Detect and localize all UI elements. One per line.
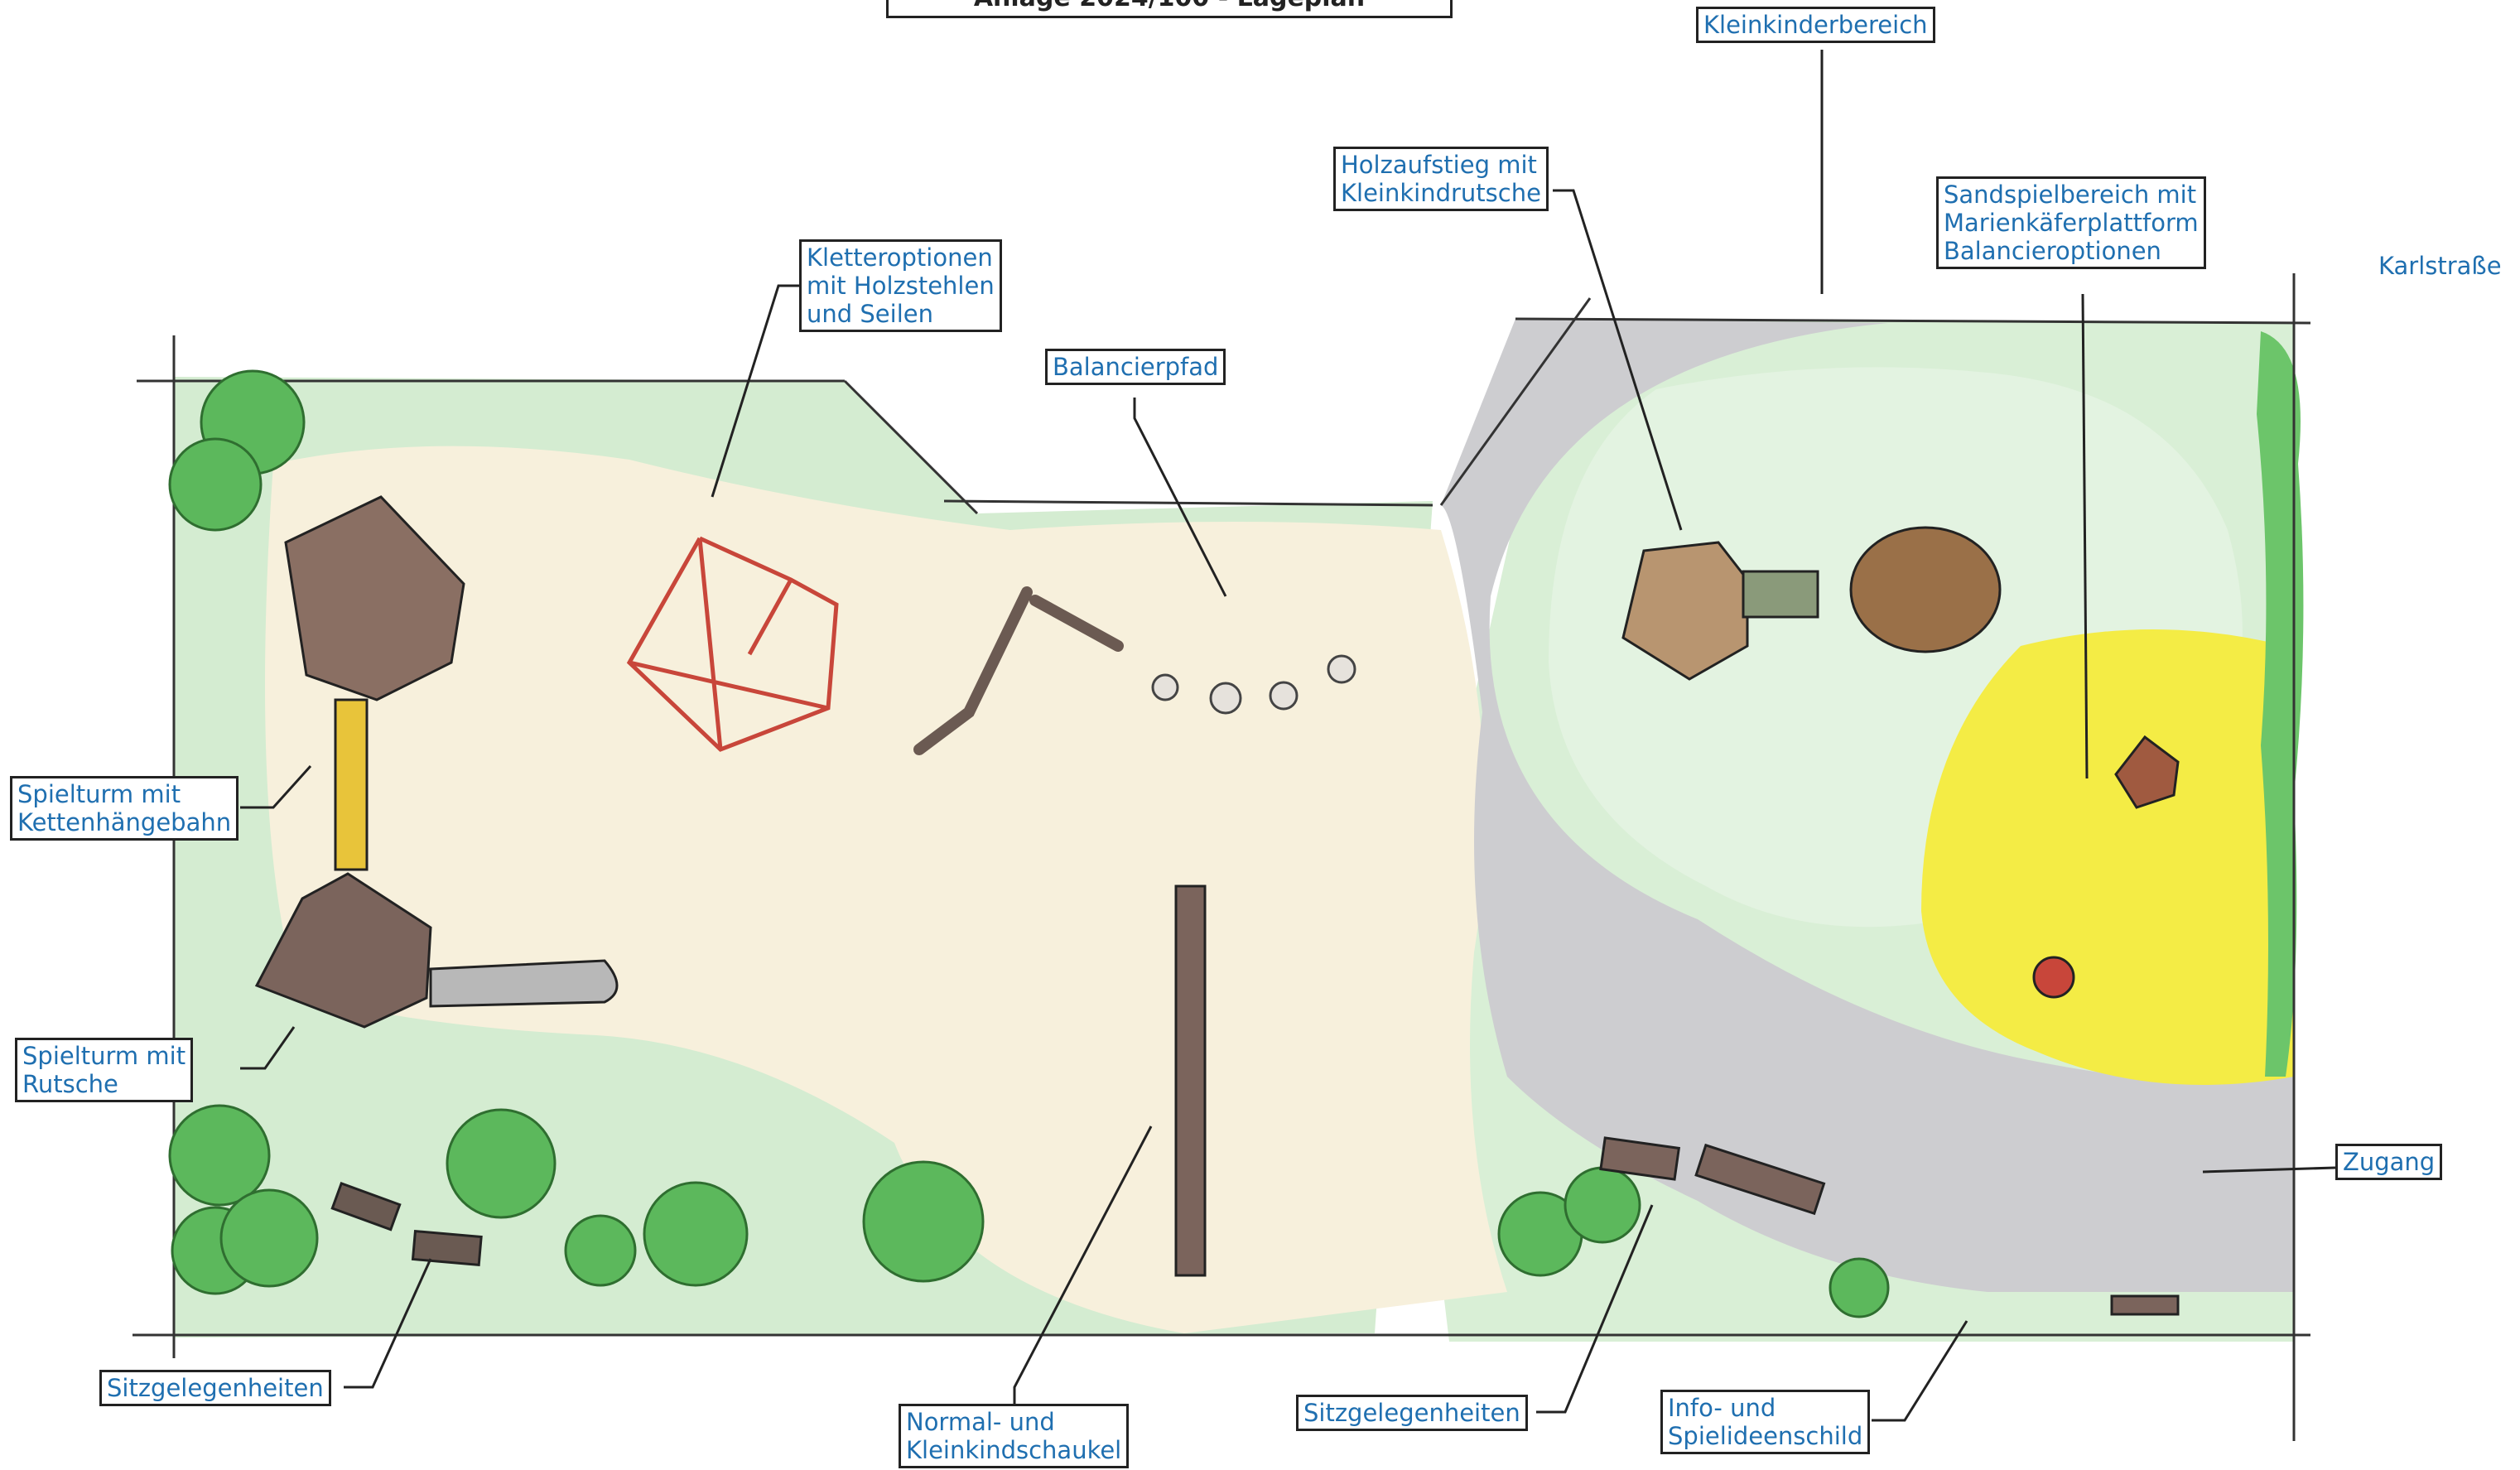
hedge-right (2257, 331, 2304, 1077)
gray-walkway (1441, 319, 2294, 1292)
yellow-sand-area (1921, 629, 2294, 1085)
label-balancierpfad: Balancierpfad (1045, 349, 1226, 385)
swing-beam (1174, 884, 1207, 1277)
ladybug-platform (2032, 735, 2180, 999)
label-kleinkinderbereich: Kleinkinderbereich (1696, 7, 1935, 43)
leader-lines (240, 50, 2336, 1422)
balance-stones (1151, 654, 1356, 715)
play-tower-chain (254, 495, 619, 1029)
trees-top-left (168, 369, 306, 532)
label-spielturm-kettenhaengebahn: Spielturm mit Kettenhängebahn (10, 776, 239, 841)
label-zugang: Zugang (2335, 1144, 2443, 1180)
label-sitzgelegenheiten-rechts: Sitzgelegenheiten (1296, 1395, 1528, 1431)
label-karlstrasse: Karlstraße (2378, 252, 2502, 280)
label-kletteroptionen: Kletteroptionen mit Holzstehlen und Seil… (799, 239, 1002, 332)
label-spielturm-rutsche: Spielturm mit Rutsche (15, 1038, 194, 1102)
trees-bottom-row (168, 1104, 1890, 1318)
benches-left (330, 1182, 483, 1267)
climbing-net (626, 536, 839, 752)
label-sandspielbereich: Sandspielbereich mit Marienkäferplattfor… (1936, 176, 2206, 269)
balance-path (913, 586, 1124, 755)
benches-right (1599, 1136, 2180, 1316)
label-infoschild: Info- und Spielideenschild (1660, 1390, 1871, 1454)
label-sitzgelegenheiten-links: Sitzgelegenheiten (99, 1370, 331, 1406)
plan-title: Anlage 2024/100 - Lageplan (886, 0, 1453, 18)
wooden-ascent-slide (1621, 526, 2002, 681)
label-schaukel: Normal- und Kleinkindschaukel (899, 1404, 1130, 1468)
label-holzaufstieg: Holzaufstieg mit Kleinkindrutsche (1333, 147, 1549, 211)
